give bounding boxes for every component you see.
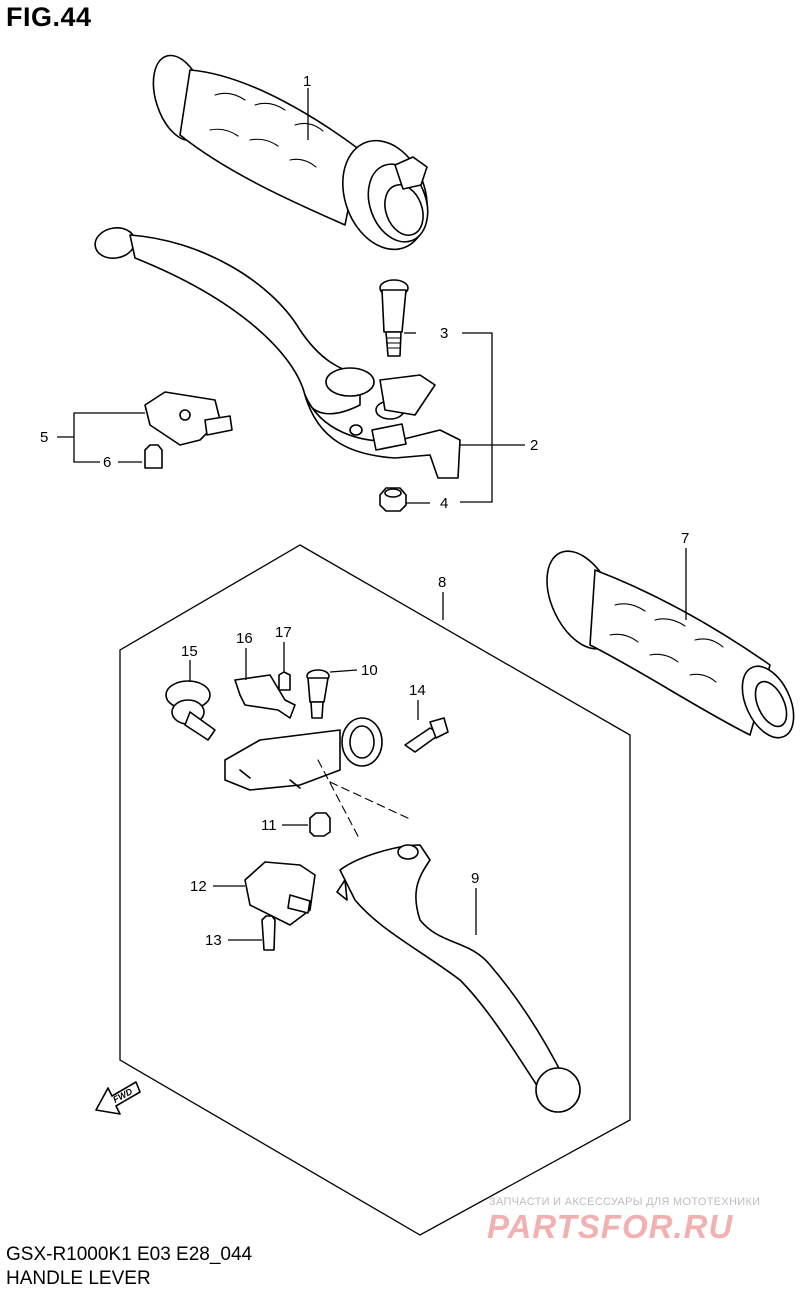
callout-3: 3: [440, 325, 448, 342]
callout-17: 17: [275, 624, 292, 641]
callout-9: 9: [471, 870, 479, 887]
callout-8: 8: [438, 574, 446, 591]
brake-lever-drawing: [94, 227, 461, 479]
clutch-lever-drawing: [336, 844, 581, 1113]
callout-13: 13: [205, 932, 222, 949]
callout-1: 1: [303, 73, 311, 90]
pivot-bolt-drawing: [379, 279, 409, 357]
callout-16: 16: [236, 630, 253, 647]
left-grip-drawing: [546, 550, 795, 739]
fwd-arrow: FWD: [95, 1081, 141, 1115]
watermark-logo: PARTSFOR.RU: [487, 1208, 734, 1245]
callout-7: 7: [681, 530, 689, 547]
callout-15: 15: [181, 643, 198, 660]
brake-switch-drawing: [144, 391, 233, 469]
pivot-nut-drawing: [379, 487, 407, 512]
callout-6: 6: [103, 454, 111, 471]
clutch-switch-drawing: [244, 861, 316, 951]
callout-numbers: 1 2 3 4 5 6 7 8 9 10 11 12 13 14 15 16 1…: [40, 73, 689, 949]
callout-11: 11: [261, 817, 277, 834]
model-code: GSX-R1000K1 E03 E28_044: [6, 1244, 253, 1265]
callout-5: 5: [40, 429, 48, 446]
throttle-grip-drawing: [152, 54, 429, 251]
callout-12: 12: [190, 878, 207, 895]
clutch-holder-drawing: [224, 669, 383, 837]
callout-2: 2: [530, 437, 538, 454]
leader-lines: [57, 88, 687, 941]
small-parts-drawing: [165, 671, 449, 753]
watermark-tagline: ЗАПЧАСТИ И АКСЕССУАРЫ ДЛЯ МОТОТЕХНИКИ: [489, 1196, 761, 1208]
assembly-outline: [119, 544, 631, 1236]
figure-title: FIG.44: [6, 2, 92, 32]
callout-14: 14: [409, 682, 426, 699]
callout-4: 4: [440, 495, 448, 512]
callout-10: 10: [361, 662, 378, 679]
figure-subtitle: HANDLE LEVER: [6, 1268, 151, 1289]
